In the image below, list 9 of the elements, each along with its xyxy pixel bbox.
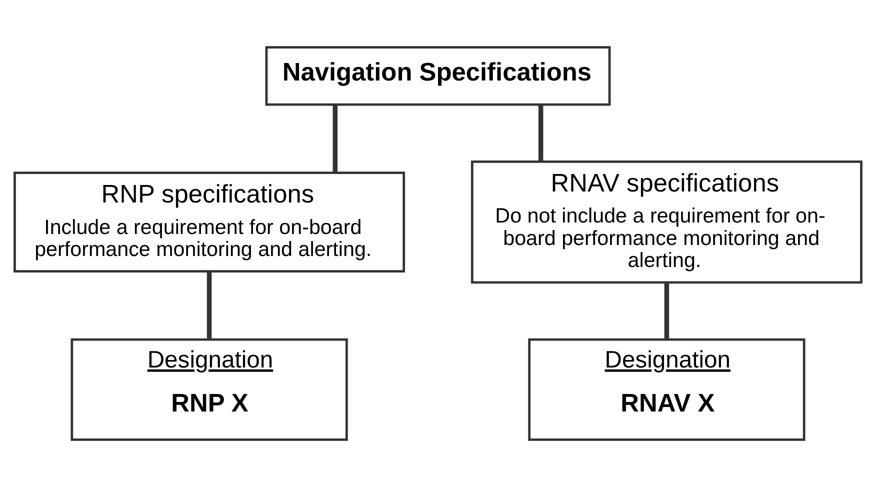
node-box: RNAV specifications Do not include a requirement for on-board performance monitoring and alerting. (470, 160, 862, 284)
connector (206, 271, 212, 340)
node-box: RNP specifications Include a requirement for on-board performance monitoring and alerting. (14, 172, 406, 272)
node-box: Designation RNP X (70, 338, 348, 441)
node-box: Navigation Specifications (265, 46, 611, 106)
connector (332, 104, 338, 173)
connector (664, 282, 670, 340)
connector (538, 104, 544, 162)
node-box: Designation RNAV X (528, 338, 806, 441)
